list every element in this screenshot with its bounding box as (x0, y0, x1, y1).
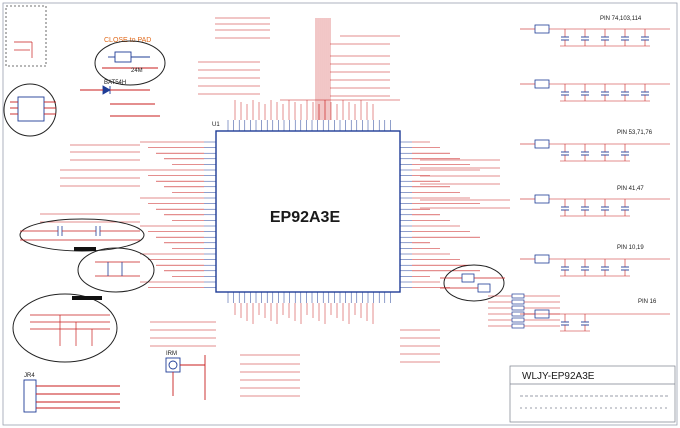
pin-group-label-3: PIN 10,19 (617, 245, 644, 251)
bottom-bus-wires (150, 321, 440, 397)
level-shift-transistors (440, 273, 505, 293)
chip-name: EP92A3E (270, 209, 341, 226)
crystal-frequency: 24M (131, 68, 143, 74)
ferrite-bead (534, 24, 550, 34)
ferrite-bead (534, 254, 550, 264)
pin-group-label-4: PIN 16 (638, 299, 657, 305)
dashed-option-box (5, 5, 47, 67)
audio-filter-circle (19, 218, 145, 252)
ferrite-bead (534, 194, 550, 204)
crystal-circle (94, 40, 166, 86)
bottom-vertical-wires (234, 303, 374, 324)
top-vertical-wires (234, 18, 374, 120)
pin-group-label-0: PIN 74,103,114 (600, 16, 642, 22)
power-decoupling-groups (520, 24, 670, 332)
top-bus-wires (198, 17, 400, 101)
ferrite-bead (534, 139, 550, 149)
title-block-title: WLJY-EP92A3E (522, 371, 595, 382)
chip-ep92a3e: U1 EP92A3E (204, 120, 412, 303)
ladder-resistor (511, 317, 525, 323)
eeprom-u0 (10, 96, 56, 122)
pin-group-label-1: PIN 53,71,76 (617, 130, 653, 136)
crystal-y1 (102, 51, 158, 69)
level-shift-circle (443, 264, 505, 302)
filter-black-bar (74, 247, 96, 251)
pulldown-circle (12, 293, 118, 363)
eeprom-circle (3, 83, 57, 137)
diode-bat54h (80, 85, 160, 117)
ladder-resistor (511, 323, 525, 329)
diode-part-label: BAT54H (104, 80, 126, 86)
pulldown-black-bar (72, 296, 102, 300)
pll-filter-circle (77, 247, 155, 293)
connector-jr4 (23, 379, 120, 413)
chip-ref: U1 (212, 122, 220, 128)
chip-pins (204, 120, 412, 303)
ir-receiver (165, 355, 206, 400)
ladder-resistor (511, 293, 525, 299)
title-block (509, 365, 676, 423)
pll-filter (95, 261, 140, 277)
pin-group-label-2: PIN 41,47 (617, 186, 644, 192)
ferrite-bead (534, 79, 550, 89)
filter-caps (20, 226, 140, 241)
ir-sensor-label: IRM (166, 351, 177, 357)
connector-label: JR4 (24, 373, 35, 379)
option-jumper (14, 41, 33, 58)
close-to-pad-note: CLOSE to PAD (104, 37, 151, 44)
pulldown-resistors (30, 314, 110, 346)
ladder-resistor (511, 305, 525, 311)
left-side-wires (40, 141, 204, 288)
ladder-resistor (511, 299, 525, 305)
right-side-wires (412, 141, 510, 288)
